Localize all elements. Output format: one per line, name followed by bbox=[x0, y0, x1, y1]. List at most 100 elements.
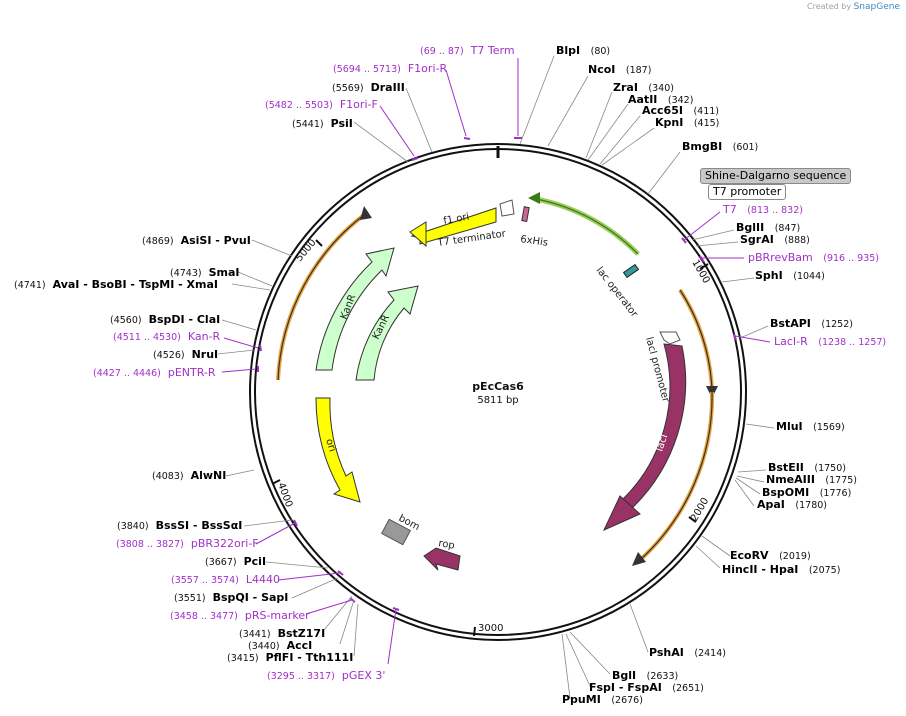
leader-alwni bbox=[225, 469, 255, 477]
leader-bgli bbox=[569, 631, 611, 675]
primer-pos: (5694 .. 5713) bbox=[333, 64, 401, 75]
enzyme-sphi: SphI (1044) bbox=[755, 269, 825, 283]
enzyme-name: ApaI bbox=[757, 498, 785, 511]
enzyme-name: AatII bbox=[628, 93, 658, 106]
enzyme-ecorv: EcoRV (2019) bbox=[730, 549, 811, 563]
enzyme-pos: (3551) bbox=[174, 593, 206, 604]
enzyme-pos: (847) bbox=[774, 223, 801, 234]
enzyme-hincii: HincII - HpaI (2075) bbox=[722, 563, 840, 577]
enzyme-bspomi: BspOMI (1776) bbox=[762, 486, 851, 500]
enzyme-bglii: BglII (847) bbox=[736, 221, 800, 235]
enzyme-pos: (415) bbox=[693, 118, 720, 129]
enzyme-fspi: FspI - FspAI (2651) bbox=[589, 681, 704, 695]
enzyme-pos: (3840) bbox=[117, 521, 149, 532]
kanr-inner-feature bbox=[355, 285, 419, 381]
primer-mark-pbrrevbam bbox=[699, 255, 705, 263]
primer-name: T7 Term bbox=[470, 44, 515, 57]
enzyme-name: PshAI bbox=[649, 646, 684, 659]
primer-pbrrevbam: pBRrevBam (916 .. 935) bbox=[748, 251, 879, 265]
primer-name: pRS-marker bbox=[244, 609, 310, 622]
enzyme-name: BmgBI bbox=[682, 140, 723, 153]
enzyme-name: BlpI bbox=[556, 44, 581, 57]
leader-bglii bbox=[691, 229, 735, 241]
primer-f1orir: (5694 .. 5713) F1ori-R bbox=[333, 62, 447, 76]
orf-arrowhead-left bbox=[360, 206, 372, 220]
enzyme-pos: (2019) bbox=[779, 551, 811, 562]
enzyme-pos: (4526) bbox=[153, 350, 185, 361]
enzyme-nmeaiii: NmeAIII (1775) bbox=[766, 473, 857, 487]
primer-leader-lacir bbox=[734, 335, 771, 343]
enzyme-name: SgrAI bbox=[740, 233, 774, 246]
snapgene-logo: SnapGene bbox=[853, 2, 900, 12]
primer-mark-f1orir bbox=[463, 137, 471, 140]
primer-pgex3: (3295 .. 3317) pGEX 3' bbox=[267, 669, 385, 683]
primer-pos: (3557 .. 3574) bbox=[171, 575, 239, 586]
enzyme-bspqi: (3551) BspQI - SapI bbox=[174, 591, 288, 605]
enzyme-leaders bbox=[217, 55, 775, 699]
laci-label: lacI bbox=[654, 433, 670, 453]
primer-name: pGEX 3' bbox=[341, 669, 386, 682]
primer-pbr322orif: (3808 .. 3827) pBR322ori-F bbox=[116, 537, 259, 551]
enzyme-name: AvaI - BsoBI - TspMI - XmaI bbox=[52, 278, 219, 291]
enzyme-pos: (2414) bbox=[694, 648, 726, 659]
t7-region-arc bbox=[535, 196, 640, 256]
leader-nmeaiii bbox=[736, 475, 765, 483]
primer-leader-pentrr bbox=[221, 368, 257, 373]
plasmid-size: 5811 bp bbox=[477, 395, 518, 406]
primer-mark-pbr322orif bbox=[293, 519, 298, 527]
enzyme-name: SphI bbox=[755, 269, 783, 282]
enzyme-name: BglII bbox=[736, 221, 765, 234]
enzyme-name: HincII - HpaI bbox=[722, 563, 799, 576]
leader-pshai bbox=[629, 603, 649, 653]
enzyme-bsteii: BstEII (1750) bbox=[768, 461, 846, 475]
leader-fspi bbox=[565, 633, 591, 687]
enzyme-pos: (3440) bbox=[248, 641, 280, 652]
enzyme-pos: (1780) bbox=[795, 500, 827, 511]
his-tag-feature bbox=[521, 206, 530, 222]
primer-name: pBRrevBam bbox=[748, 251, 813, 264]
t7-region-arc-core bbox=[535, 198, 639, 255]
enzyme-pos: (4741) bbox=[14, 280, 46, 291]
leader-bspdi bbox=[221, 319, 257, 331]
leader-bstapi bbox=[739, 325, 769, 339]
enzyme-pos: (3441) bbox=[239, 629, 271, 640]
rop-label: rop bbox=[437, 538, 455, 552]
enzyme-pos: (4743) bbox=[170, 268, 202, 279]
enzyme-asisi: (4869) AsiSI - PvuI bbox=[142, 234, 251, 248]
primer-pos: (3295 .. 3317) bbox=[267, 671, 335, 682]
tick-2000 bbox=[688, 516, 697, 523]
enzyme-bstz17i: (3441) BstZ17I bbox=[239, 627, 325, 641]
enzyme-pshai: PshAI (2414) bbox=[649, 646, 726, 660]
primer-name: T7 bbox=[723, 203, 737, 216]
primer-l4440: (3557 .. 3574) L4440 bbox=[171, 573, 280, 587]
primer-kanr: (4511 .. 4530) Kan-R bbox=[113, 330, 220, 344]
leader-ecorv bbox=[701, 535, 731, 557]
enzyme-name: BglI bbox=[612, 669, 637, 682]
orf-arc-right-1-core bbox=[679, 289, 713, 391]
enzyme-pos: (4869) bbox=[142, 236, 174, 247]
primer-leaders bbox=[221, 58, 771, 665]
enzyme-pos: (888) bbox=[784, 235, 810, 246]
primer-lacir: LacI-R (1238 .. 1257) bbox=[774, 335, 886, 349]
enzyme-pos: (1775) bbox=[825, 475, 858, 486]
enzyme-zrai: ZraI (340) bbox=[613, 81, 674, 95]
f1-ori-label: f1 ori bbox=[443, 212, 471, 227]
leader-blpi bbox=[519, 55, 555, 145]
tick-1000 bbox=[699, 263, 709, 270]
primer-leader-kanr bbox=[223, 337, 259, 349]
tick-label-3000: 3000 bbox=[478, 623, 503, 634]
primer-name: F1ori-F bbox=[339, 98, 378, 111]
primer-leader-f1orir bbox=[445, 69, 467, 137]
enzyme-pos: (342) bbox=[667, 95, 694, 106]
enzyme-nrui: (4526) NruI bbox=[153, 348, 218, 362]
tick-label-5000: 5000 bbox=[294, 237, 319, 264]
lac-operator-feature bbox=[622, 263, 640, 279]
primer-pos: (813 .. 832) bbox=[747, 205, 803, 216]
enzyme-smai: (4743) SmaI bbox=[170, 266, 240, 280]
enzyme-pos: (4560) bbox=[110, 315, 142, 326]
primer-marks bbox=[257, 137, 737, 611]
enzyme-name: SmaI bbox=[208, 266, 240, 279]
enzyme-ppumi: PpuMI (2676) bbox=[562, 693, 643, 707]
enzyme-name: PciI bbox=[243, 555, 267, 568]
